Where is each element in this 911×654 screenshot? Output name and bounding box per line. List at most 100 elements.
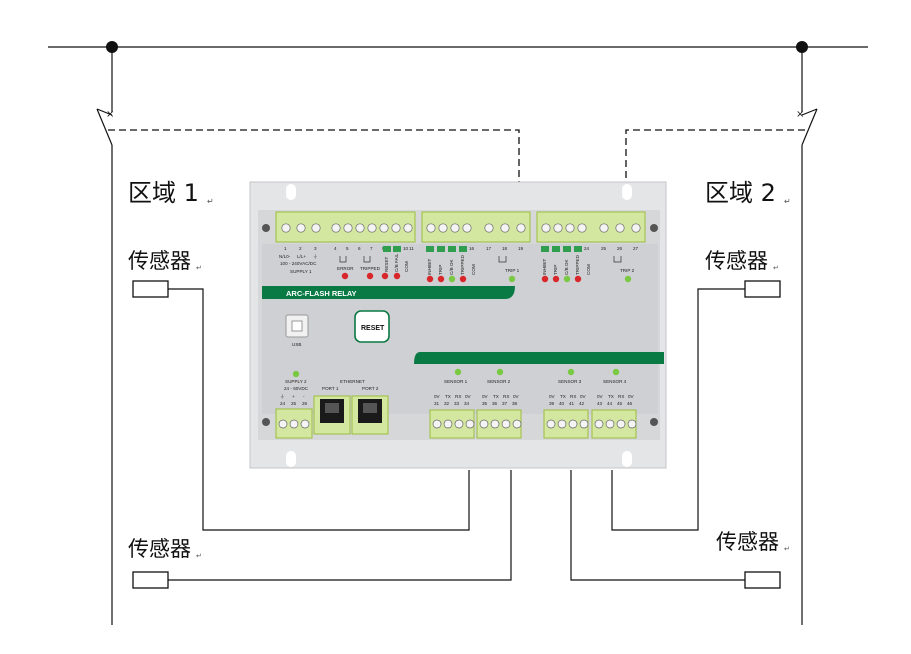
top-screws — [281, 223, 641, 233]
pin-42: 42 — [579, 401, 585, 406]
port1-label: PORT 1 — [322, 386, 339, 391]
inhibit-led-1 — [426, 275, 434, 283]
trip2-label: TRIP 2 — [620, 268, 635, 273]
status-c-trip: TRIP — [553, 265, 558, 275]
error-relay-symbol — [339, 256, 347, 263]
port2-label: PORT 2 — [362, 386, 379, 391]
ethernet-label: ETHERNET — [340, 379, 365, 384]
pin-43: 43 — [597, 401, 603, 406]
tripped-led — [366, 272, 374, 280]
reset-button[interactable] — [354, 310, 390, 343]
zone-2-label: 区域 2 — [705, 179, 776, 207]
supply2-num-24: 24 — [280, 401, 286, 406]
top-num-17: 17 — [486, 246, 492, 251]
top-num-27: 27 — [633, 246, 639, 251]
supply2-led — [292, 370, 300, 378]
s3-pin-rx: RX — [570, 394, 576, 399]
left-feeder: × — [96, 47, 114, 625]
status-group-a: RESET C/B FAIL COM — [381, 246, 409, 280]
supply2-term-2: + — [292, 394, 295, 399]
s2-pin-0v-b: 0V — [513, 394, 520, 399]
zone-1-mark: ↵ — [207, 197, 214, 206]
top-num-16: 16 — [469, 246, 475, 251]
sensor-mark-2: ↵ — [196, 552, 202, 560]
error-led — [341, 272, 349, 280]
pin-41: 41 — [569, 401, 575, 406]
pin-35: 35 — [482, 401, 488, 406]
s1-pin-tx: TX — [445, 394, 451, 399]
sensor2-label: SENSOR 2 — [487, 379, 511, 384]
terminal-block-top-c — [536, 211, 646, 243]
top-num-5: 5 — [346, 246, 349, 251]
sensor-pin-labels: 0V TX RX 0V 0V TX RX 0V 0V TX RX 0V 0V T… — [434, 394, 635, 399]
reset-button-label: RESET — [361, 325, 385, 332]
reset-led — [381, 272, 389, 280]
pin-37: 37 — [502, 401, 508, 406]
sensor-box-2 — [132, 571, 169, 589]
sensor-label-2: 传感器 — [128, 537, 191, 561]
status-group-c: INHIBIT TRIP C/B OK TRIPPED COM TRIP 2 — [541, 246, 635, 283]
sensor4-label: SENSOR 4 — [603, 379, 627, 384]
tripped-led-1 — [459, 275, 467, 283]
supply1-term-1: N/L0- — [279, 254, 291, 259]
sensor-box-1 — [132, 280, 169, 298]
bottom-screws — [278, 419, 637, 429]
housing-screws — [262, 224, 658, 426]
brand-bar — [262, 286, 515, 299]
breaker-x-right: × — [796, 109, 804, 120]
s4-pin-rx: RX — [618, 394, 624, 399]
supply2-term-3: - — [303, 394, 305, 399]
s2-pin-rx: RX — [503, 394, 509, 399]
pin-38: 38 — [512, 401, 518, 406]
pin-34: 34 — [464, 401, 470, 406]
sensor1-label: SENSOR 1 — [444, 379, 468, 384]
status-b-trip: TRIP — [438, 265, 443, 275]
status-b-cbok: C/B OK — [449, 258, 454, 275]
pin-39: 39 — [549, 401, 555, 406]
top-num-25: 25 — [601, 246, 607, 251]
cbok-led-1 — [448, 275, 456, 283]
s4-pin-0v-b: 0V — [628, 394, 635, 399]
s2-pin-0v-a: 0V — [482, 394, 489, 399]
status-c-tripped: TRIPPED — [575, 254, 580, 275]
trip2-led — [624, 275, 632, 283]
supply1-term-3: ⏚ — [313, 253, 318, 259]
right-feeder: × — [796, 47, 818, 625]
sensor1-led — [454, 368, 462, 376]
sensor-wiring — [168, 288, 745, 581]
cbfail-led — [393, 272, 401, 280]
sensor-box-3 — [744, 280, 781, 298]
sensor4-led — [612, 368, 620, 376]
s2-pin-tx: TX — [493, 394, 499, 399]
trip-led-2 — [552, 275, 560, 283]
top-num-6: 6 — [358, 246, 361, 251]
trip2-relay-symbol — [613, 256, 622, 263]
supply2-num-25: 25 — [291, 401, 297, 406]
supply2-spec: 24 - 60VDC — [284, 386, 309, 391]
status-c-inhibit: INHIBIT — [542, 258, 547, 275]
s1-pin-rx: RX — [455, 394, 461, 399]
s3-pin-0v-a: 0V — [549, 394, 556, 399]
status-group-b: INHIBIT TRIP C/B OK TRIPPED COM TRIP 1 — [426, 246, 520, 283]
terminal-block-top-b — [421, 211, 531, 243]
trip1-relay-symbol — [498, 256, 507, 263]
sensor3-label: SENSOR 3 — [558, 379, 582, 384]
supply2-label: SUPPLY 2 — [285, 379, 307, 384]
sensor-box-4 — [744, 571, 781, 589]
top-num-7: 7 — [370, 246, 373, 251]
tripped-led-2 — [574, 275, 582, 283]
sensor-label-1: 传感器 — [128, 249, 191, 273]
s4-pin-0v-a: 0V — [597, 394, 604, 399]
top-num-2: 2 — [299, 246, 302, 251]
top-num-18: 18 — [502, 246, 508, 251]
tripped-label: TRIPPED — [360, 266, 381, 271]
sensor2-led — [496, 368, 504, 376]
cbok-led-2 — [563, 275, 571, 283]
top-num-4: 4 — [334, 246, 337, 251]
status-a-reset: RESET — [384, 256, 389, 272]
supply1-spec: 100 - 240VAC/DC — [280, 261, 317, 266]
s3-pin-0v-b: 0V — [580, 394, 587, 399]
usb-label: USB — [292, 342, 301, 347]
status-b-com: COM — [471, 264, 476, 275]
